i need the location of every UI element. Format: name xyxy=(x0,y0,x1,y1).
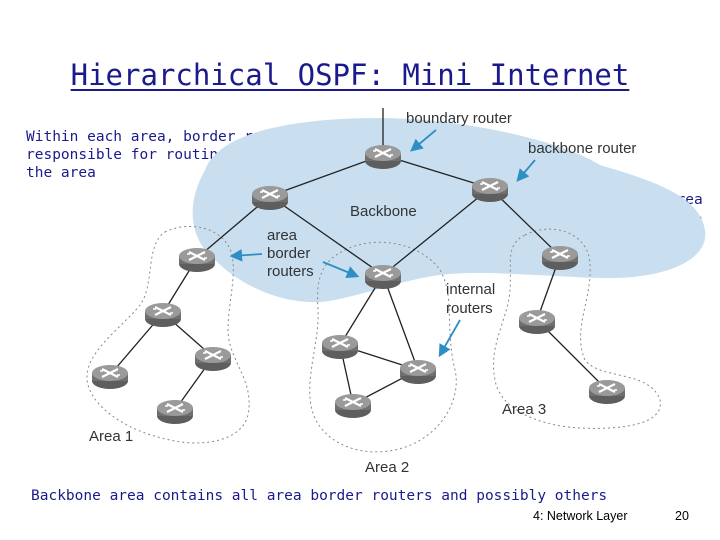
boundary-router-label: boundary router xyxy=(406,110,512,127)
area-border-label: border xyxy=(267,245,310,262)
callout-arrows xyxy=(229,129,536,358)
internal-routers-label: routers xyxy=(446,300,493,317)
area2-router xyxy=(333,392,373,420)
area3-boundary xyxy=(493,228,661,429)
area3-router xyxy=(587,378,627,406)
area2-router xyxy=(320,333,360,361)
backbone-label: Backbone xyxy=(350,203,417,220)
slide-title: Hierarchical OSPF: Mini Internet xyxy=(70,58,630,92)
area1-router xyxy=(90,363,130,391)
backbone-contains-note: Backbone area contains all area border r… xyxy=(31,488,608,504)
boundary-router xyxy=(363,143,403,171)
area-border-label: routers xyxy=(267,263,314,280)
area1-router xyxy=(193,345,233,373)
backbone-router-label: backbone router xyxy=(528,140,636,157)
area2-router xyxy=(398,358,438,386)
area3-label: Area 3 xyxy=(502,401,546,418)
area2-boundary xyxy=(309,241,457,453)
area1-router xyxy=(143,301,183,329)
area3-router xyxy=(517,308,557,336)
area1-border-router xyxy=(177,246,217,274)
area3-border-router xyxy=(540,244,580,272)
area2-label: Area 2 xyxy=(365,459,409,476)
area1-router xyxy=(155,398,195,426)
area1-label: Area 1 xyxy=(89,428,133,445)
backbone-router xyxy=(470,176,510,204)
area-border-router-2 xyxy=(363,263,403,291)
internal-routers-label: internal xyxy=(446,281,495,298)
area-border-router-1 xyxy=(250,184,290,212)
area-border-label: area xyxy=(267,227,298,244)
page-number: 20 xyxy=(675,509,689,523)
footer-chapter: 4: Network Layer xyxy=(533,509,628,523)
